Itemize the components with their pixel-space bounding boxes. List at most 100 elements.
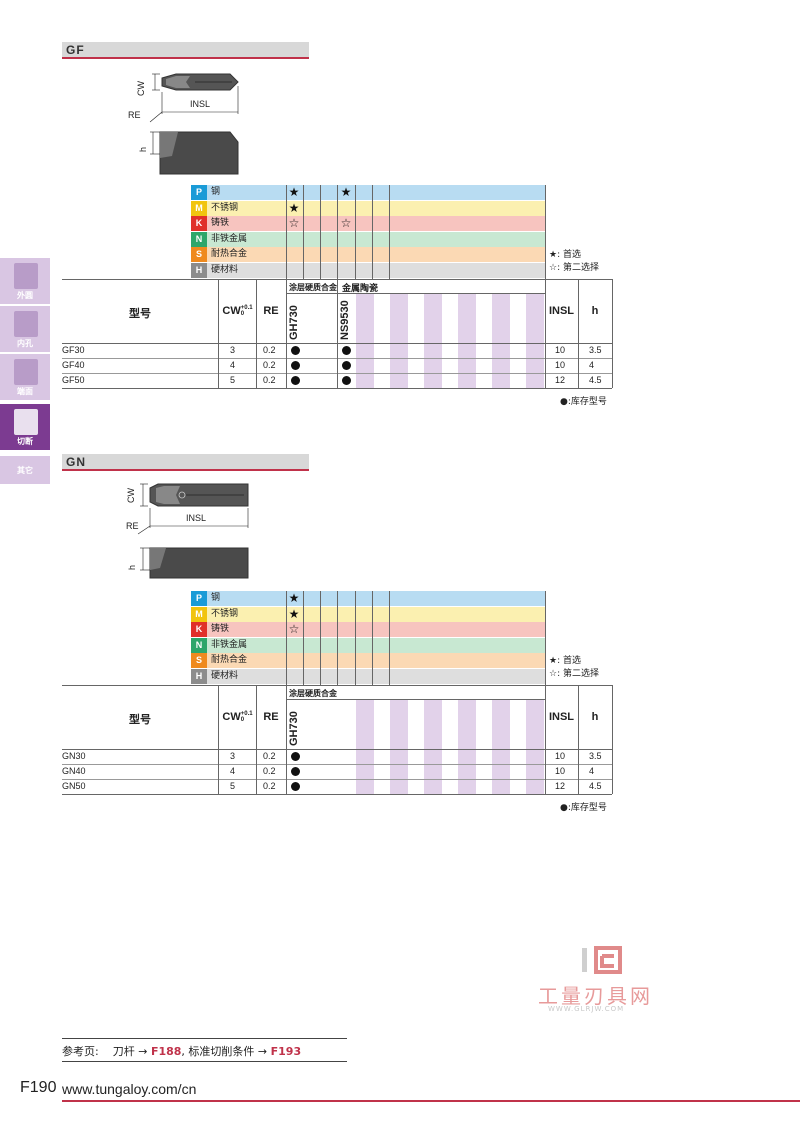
diagram-label-re: RE <box>128 110 141 120</box>
cell-cw: 4 <box>230 766 236 776</box>
material-name: 非铁金属 <box>211 639 248 650</box>
table-vline <box>612 685 613 794</box>
material-code-badge: M <box>191 200 207 216</box>
cell-re: 0.2 <box>263 375 276 385</box>
cell-insl: 12 <box>555 375 566 385</box>
material-row-n: N 非铁金属 <box>191 231 545 247</box>
grade-column-shade <box>356 293 374 388</box>
cell-h: 4.5 <box>589 375 602 385</box>
grade2-recommendation-icon <box>338 653 354 668</box>
stock-dot-icon <box>291 361 300 370</box>
material-row-p: P 钢 ★ ★ <box>191 185 545 200</box>
grid-vline <box>389 591 390 685</box>
header-model: 型号 <box>129 714 151 726</box>
cell-cw: 4 <box>230 360 236 370</box>
material-row-m: M 不锈钢 ★ <box>191 606 545 622</box>
material-code-badge: N <box>191 231 207 247</box>
grade1-recommendation-icon <box>286 247 302 262</box>
grid-vline <box>355 185 356 279</box>
material-name: 钢 <box>211 593 221 603</box>
grid-vline <box>337 185 338 279</box>
stock-dot-icon <box>291 346 300 355</box>
table-vline <box>218 279 219 388</box>
grade1-recommendation-icon <box>286 638 302 653</box>
grid-vline <box>303 591 304 685</box>
stock-dot-icon <box>291 767 300 776</box>
cell-re: 0.2 <box>263 345 276 355</box>
cell-cw: 5 <box>230 781 236 791</box>
cell-re: 0.2 <box>263 781 276 791</box>
ref-link-f188[interactable]: F188 <box>150 1045 182 1058</box>
grade2-recommendation-icon <box>338 669 354 684</box>
grade-column-shade <box>526 293 544 388</box>
grade1-recommendation-icon <box>286 263 302 278</box>
cell-h: 4.5 <box>589 781 602 791</box>
table-top-rule <box>62 685 612 686</box>
cw-tolerance-lower: 0 <box>240 717 245 724</box>
reference-line: 参考页: 刀杆 → F188, 标准切削条件 → F193 <box>62 1045 302 1058</box>
arrow-right-icon: → <box>257 1045 271 1058</box>
material-block-right <box>545 591 546 685</box>
cell-h: 4 <box>589 766 595 776</box>
watermark-name: 工量刃具网 <box>538 984 653 1008</box>
header-cw-label: CW <box>222 711 241 723</box>
material-row-s: S 耐热合金 <box>191 247 545 262</box>
footer-ref-divider-bottom <box>62 1061 347 1062</box>
grid-vline <box>286 591 287 685</box>
grade2-recommendation-icon <box>338 232 354 247</box>
arrow-right-icon: → <box>138 1045 151 1058</box>
material-row-m: M 不锈钢 ★ <box>191 200 545 216</box>
grade2-recommendation-icon <box>338 607 354 622</box>
material-name: 硬材料 <box>211 264 239 275</box>
material-code-badge: S <box>191 653 207 668</box>
legend-first-choice: ★: 首选 <box>549 656 581 666</box>
material-name: 耐热合金 <box>211 249 248 259</box>
cell-model: GN40 <box>62 766 86 776</box>
cell-cw: 3 <box>230 751 236 761</box>
cell-model: GN30 <box>62 751 86 761</box>
table-vline <box>578 279 579 388</box>
boring-icon <box>14 311 38 337</box>
cell-re: 0.2 <box>263 751 276 761</box>
grade1-recommendation-icon <box>286 232 302 247</box>
external-turning-icon <box>14 263 38 289</box>
grid-vline <box>372 591 373 685</box>
grade1-recommendation-icon: ☆ <box>288 216 300 230</box>
category-rule <box>286 293 545 294</box>
grade-column-shade <box>390 699 408 794</box>
section-header-gf: GF <box>62 42 309 59</box>
category-rule <box>286 699 545 700</box>
website-link[interactable]: www.tungaloy.com/cn <box>62 1081 197 1097</box>
grade-column-shade <box>458 293 476 388</box>
sidebar-tab-face[interactable]: 端面 <box>0 354 50 400</box>
diagram-label-h: h <box>127 564 137 570</box>
sidebar-tab-parting[interactable]: 切断 <box>0 404 50 450</box>
face-grooving-icon <box>14 359 38 385</box>
grade-column-shade <box>390 293 408 388</box>
cell-cw: 5 <box>230 375 236 385</box>
grade1-recommendation-icon: ★ <box>288 591 300 605</box>
diagram-label-cw: CW <box>126 488 136 503</box>
ref-link-f193[interactable]: F193 <box>270 1045 302 1058</box>
header-h: h <box>591 305 599 317</box>
sidebar-tab-external[interactable]: 外圆 <box>0 258 50 304</box>
sidebar-tab-internal[interactable]: 内孔 <box>0 306 50 352</box>
cell-h: 3.5 <box>589 751 602 761</box>
legend-first-choice: ★: 首选 <box>549 250 581 260</box>
ref-item-conditions: 标准切削条件 <box>188 1045 255 1058</box>
cell-insl: 12 <box>555 781 566 791</box>
sidebar-tab-label: 端面 <box>17 387 33 396</box>
grid-vline <box>355 591 356 685</box>
watermark-url: WWW.GLRJW.COM <box>548 1005 625 1013</box>
material-code-badge: H <box>191 262 207 278</box>
material-name: 耐热合金 <box>211 655 248 665</box>
diagram-label-insl: INSL <box>186 513 207 523</box>
cw-tolerance-lower: 0 <box>240 311 245 318</box>
grade2-recommendation-icon: ☆ <box>340 216 352 230</box>
table-row-rule <box>62 779 612 780</box>
sidebar-tab-other[interactable]: 其它 <box>0 456 50 484</box>
cell-re: 0.2 <box>263 360 276 370</box>
stock-dot-icon <box>291 752 300 761</box>
grade1-recommendation-icon <box>286 669 302 684</box>
material-name: 钢 <box>211 187 221 197</box>
